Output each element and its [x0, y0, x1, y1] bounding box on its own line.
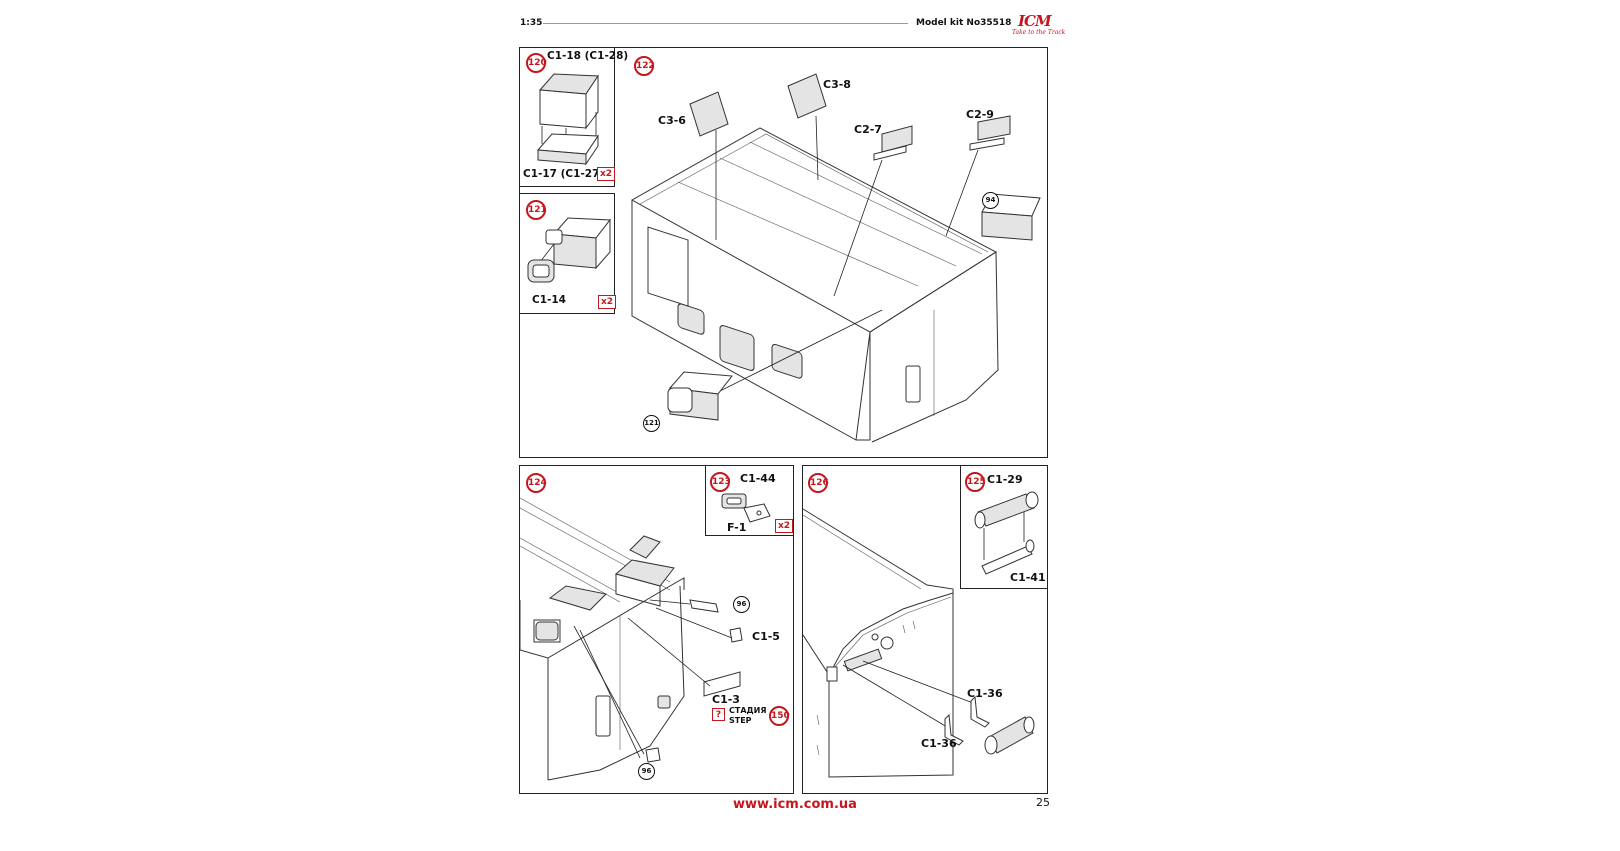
step-126-badge: 126	[808, 473, 829, 493]
part-c2-9-label: C2-9	[966, 108, 994, 121]
ref-step-94: 94	[982, 192, 999, 209]
part-c1-17-label: C1-17 (C1-27)	[523, 168, 605, 180]
truck-body-drawing	[630, 73, 1041, 443]
logo-tagline: Take to the Track	[1012, 29, 1066, 36]
step-123-badge: 123	[710, 472, 731, 492]
step-123-quantity: x2	[775, 519, 794, 533]
header-rule	[543, 23, 908, 24]
part-c3-6-label: C3-6	[658, 114, 686, 127]
cab-rear-drawing	[802, 508, 1035, 778]
part-c3-8-label: C3-8	[823, 78, 851, 91]
part-c2-7-label: C2-7	[854, 123, 882, 136]
part-c1-36-label-top: C1-36	[967, 687, 1003, 700]
step-120-quantity: x2	[597, 167, 616, 181]
step-120-drawing	[536, 73, 599, 166]
part-c1-29-label: C1-29	[987, 473, 1023, 486]
stage-question-box: ?	[712, 708, 725, 721]
part-f-1-label: F-1	[727, 521, 747, 534]
rear-body-drawing	[519, 497, 743, 781]
step-125-badge: 125	[965, 472, 986, 492]
icm-logo: ICM Take to the Track	[1012, 12, 1066, 40]
part-c1-18-label: C1-18 (C1-28)	[547, 50, 629, 62]
scale-label: 1:35	[520, 18, 543, 28]
step-124-badge: 124	[526, 473, 547, 493]
page-number: 25	[1036, 796, 1050, 809]
logo-text: ICM	[1018, 12, 1052, 30]
step-122-badge: 122	[634, 56, 655, 76]
part-c1-44-label: C1-44	[740, 472, 776, 485]
part-c1-36-label-bottom: C1-36	[921, 737, 957, 750]
website-link[interactable]: www.icm.com.ua	[733, 797, 857, 812]
step-121-drawing	[527, 217, 611, 283]
step-125-drawing	[974, 491, 1039, 575]
ref-step-121: 121	[643, 415, 660, 432]
model-kit-label: Model kit No35518	[916, 18, 1012, 28]
step-120-badge: 120	[526, 53, 547, 73]
step-123-drawing	[721, 493, 771, 523]
stage-label-en: STEP	[729, 716, 752, 725]
step-121-badge: 121	[526, 200, 547, 220]
stage-label-ru: СТАДИЯ	[729, 706, 767, 715]
ref-step-96-top: 96	[733, 596, 750, 613]
stage-150-badge: 150	[769, 706, 790, 726]
part-c1-41-label: C1-41	[1010, 571, 1046, 584]
part-c1-3-label: C1-3	[712, 693, 740, 706]
part-c1-5-label: C1-5	[752, 630, 780, 643]
step-121-quantity: x2	[598, 295, 617, 309]
part-c1-14-label: C1-14	[532, 294, 566, 306]
ref-step-96-bottom: 96	[638, 763, 655, 780]
